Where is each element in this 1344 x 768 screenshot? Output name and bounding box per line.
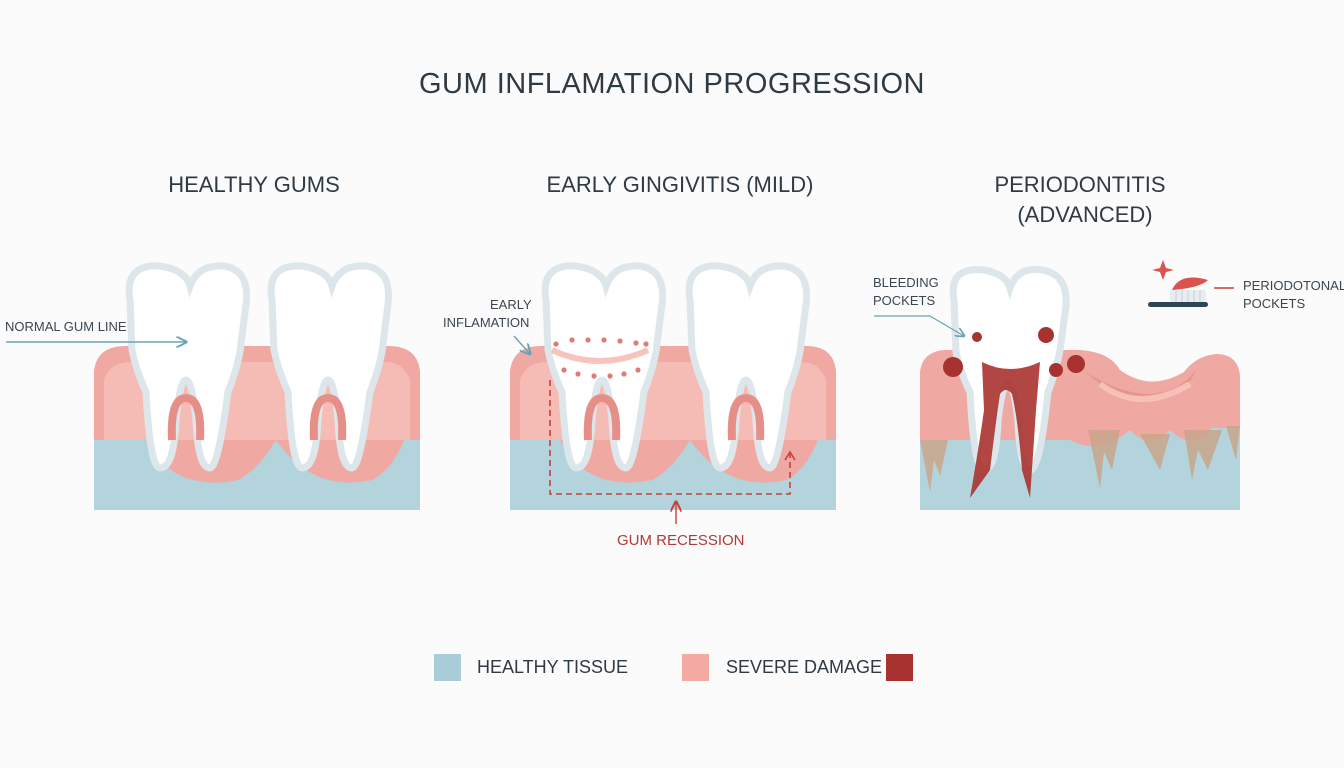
label-gum-recession: GUM RECESSION [617,532,745,549]
label-bleeding-pockets-1: BLEEDING [873,275,939,290]
early-inflammation-arrow [513,335,530,354]
legend-swatch-healthy [434,654,461,681]
diagram-title: GUM INFLAMATION PROGRESSION [418,68,925,100]
healthy-tooth-2 [267,262,393,472]
panel-title-periodontitis-line1: PERIODONTITIS [994,172,1166,197]
periodontitis-illustration [874,260,1240,510]
inflammation-band [550,347,650,364]
bleeding-spots [943,327,1085,377]
gingivitis-tooth-1 [541,262,667,472]
gingivitis-tooth-2 [685,262,811,472]
inflammation-dots [553,337,649,379]
label-normal-gum-line: NORMAL GUM LINE [5,319,127,334]
panel-title-periodontitis-line2: (ADVANCED) [1017,202,1153,227]
recession-outline [549,380,791,495]
label-periodontal-pockets-1: PERIODOTONAL [1243,278,1344,293]
healthy-gums-illustration [6,262,420,510]
toothbrush-icon [1148,277,1208,307]
label-periodontal-pockets-2: POCKETS [1243,296,1306,311]
panel-title-gingivitis: EARLY GINGIVITIS (MILD) [546,172,814,197]
legend-swatch-damage-light [682,654,709,681]
label-bleeding-pockets-2: POCKETS [873,293,936,308]
healthy-tooth-1 [125,262,251,472]
label-early-inflammation-1: EARLY [490,297,532,312]
legend-label-damage: SEVERE DAMAGE [726,657,883,677]
legend-label-healthy: HEALTHY TISSUE [477,657,629,677]
gingivitis-illustration [510,262,836,524]
infected-pulp [970,362,1040,498]
legend-swatch-damage-dark [886,654,913,681]
panel-title-healthy: HEALTHY GUMS [168,172,340,197]
bone-loss-spikes [920,426,1240,492]
label-early-inflammation-2: INFLAMATION [443,315,530,330]
sparkle-icon [1152,260,1174,280]
